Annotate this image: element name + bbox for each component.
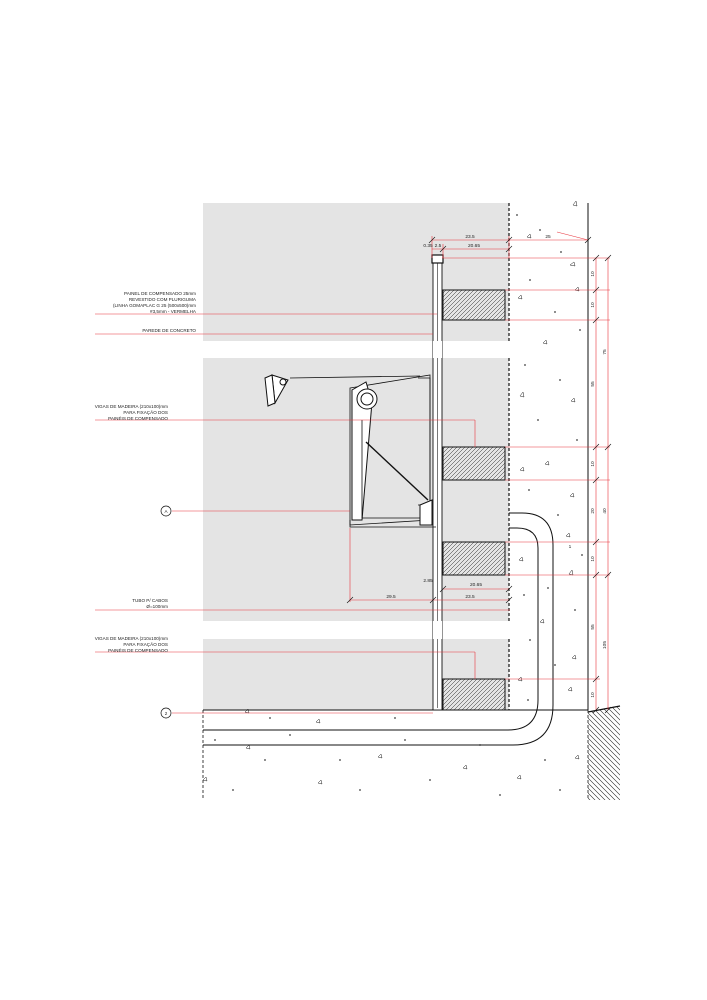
plywood-label-2: REVESTIDO COM PLURIGUMA bbox=[129, 297, 197, 302]
dim-top-left-b: 2.5 bbox=[435, 243, 442, 249]
concrete-wall-label: PAREDE DE CONCRETO bbox=[142, 328, 196, 333]
cable-tube-line-2: Ø=100mm bbox=[146, 604, 168, 609]
dimension-texts: 23.5 20.65 0.35 2.5 25 20.65 2.85 29.5 2… bbox=[386, 234, 608, 698]
dim-v-11: 10 bbox=[590, 692, 596, 698]
dim-top-right-diag: 25 bbox=[545, 234, 551, 240]
wood-beam-1 bbox=[442, 289, 506, 321]
dim-v-12: 1 bbox=[569, 544, 572, 550]
dim-mid-inner: 20.65 bbox=[470, 582, 482, 588]
dim-v-10: 105 bbox=[602, 641, 608, 649]
dim-v-6: 40 bbox=[602, 508, 608, 514]
dim-v-9: 55 bbox=[590, 624, 596, 630]
ground-hatch bbox=[587, 705, 621, 800]
dim-v-1: 10 bbox=[590, 271, 596, 277]
annotation-labels: PAINEL DE COMPENSADO 25mm REVESTIDO COM … bbox=[95, 291, 197, 653]
wood-beam-3 bbox=[442, 541, 506, 576]
dim-mid-far: 29.5 bbox=[386, 594, 396, 600]
marker-2-circle bbox=[160, 707, 172, 719]
dimension-ticks bbox=[346, 236, 612, 714]
dim-v-4: 55 bbox=[590, 381, 596, 387]
dim-top-inner: 20.65 bbox=[468, 243, 480, 249]
plywood-panel bbox=[431, 254, 444, 711]
dim-top-left-a: 0.35 bbox=[423, 243, 433, 249]
wood-beam-4 bbox=[442, 678, 506, 711]
dim-v-3: 75 bbox=[602, 349, 608, 355]
wood-beams bbox=[442, 289, 506, 711]
marker-2-label: 2 bbox=[165, 711, 168, 716]
dim-top-total: 23.5 bbox=[465, 234, 475, 240]
plywood-label-3: (LINHA GOMAPLAC G 25 (500x500)mm bbox=[113, 303, 196, 308]
plywood-label-4: #3,5mm - VERMELHA bbox=[150, 309, 197, 314]
section-markers: A 2 bbox=[160, 505, 172, 719]
wood-beams-1-line-3: PAINÉIS DE COMPENSADO bbox=[108, 415, 168, 421]
dim-v-8: 10 bbox=[590, 556, 596, 562]
dim-v-7: 20 bbox=[590, 508, 596, 514]
dim-mid-left: 2.85 bbox=[423, 578, 433, 584]
concrete-speckle bbox=[202, 200, 583, 796]
dim-v-2: 10 bbox=[590, 302, 596, 308]
marker-a-label: A bbox=[164, 509, 168, 514]
wood-beam-2 bbox=[442, 446, 506, 481]
marker-a-circle bbox=[160, 505, 172, 517]
cable-tube-line-1: TUBO P/ CABOS bbox=[132, 598, 168, 603]
dim-v-5: 10 bbox=[590, 461, 596, 467]
wood-beams-2-line-2: PARA FIXAÇÃO DOS bbox=[123, 641, 168, 647]
equipment-drawing bbox=[264, 374, 436, 528]
dimension-lines bbox=[350, 231, 610, 710]
wood-beams-1-line-2: PARA FIXAÇÃO DOS bbox=[123, 409, 168, 415]
dim-mid-total: 23.5 bbox=[465, 594, 475, 600]
wood-beams-2-line-3: PAINÉIS DE COMPENSADO bbox=[108, 647, 168, 653]
annotation-leaders bbox=[95, 313, 510, 714]
wood-beams-1-line-1: VIGAS DE MADEIRA (210x100)mm bbox=[95, 404, 168, 409]
cable-tube bbox=[203, 512, 554, 746]
plywood-label-1: PAINEL DE COMPENSADO 25mm bbox=[124, 291, 196, 296]
wood-beams-2-line-1: VIGAS DE MADEIRA (210x100)mm bbox=[95, 636, 168, 641]
